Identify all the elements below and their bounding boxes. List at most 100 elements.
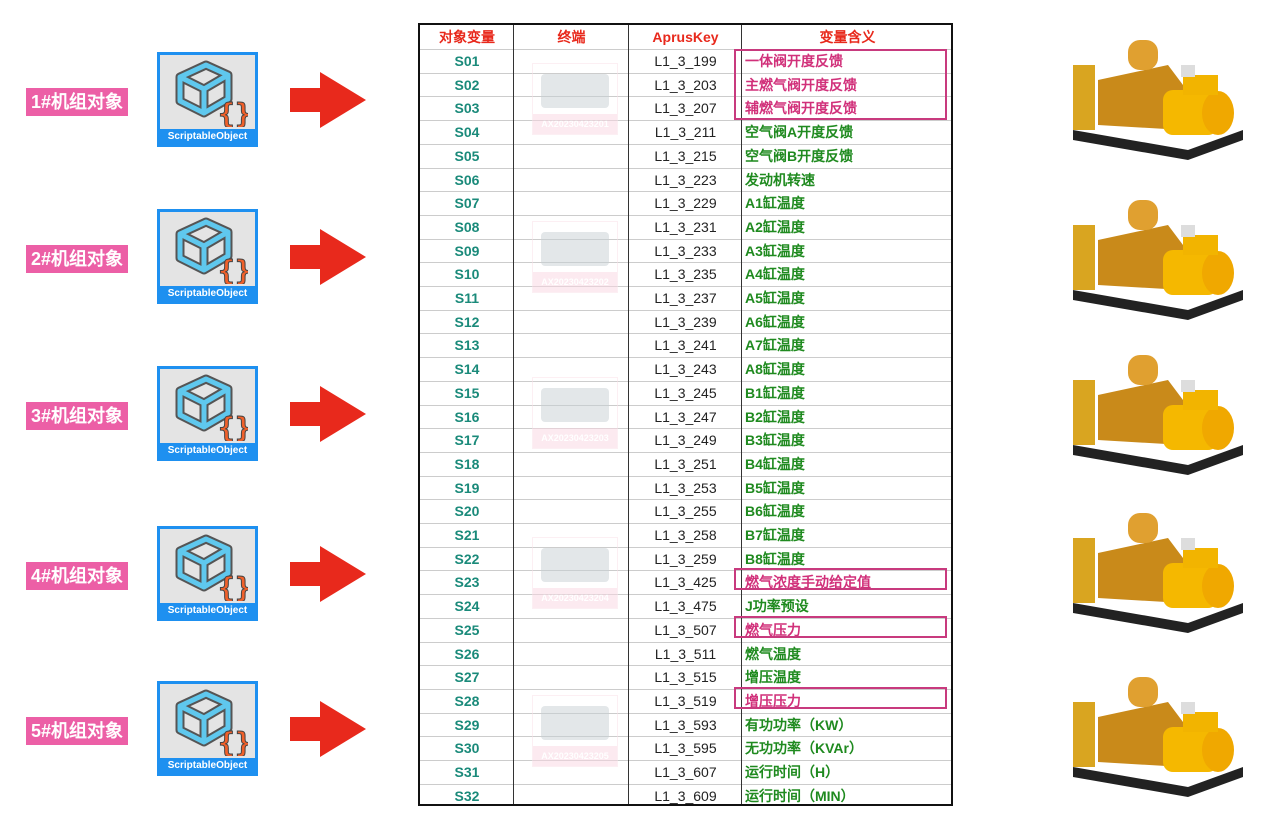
terminal-device-image: AX20230423204	[532, 537, 618, 609]
apruskey: L1_3_507	[654, 621, 717, 638]
variable-meaning: B6缸温度	[745, 503, 805, 520]
arrow-right-icon	[290, 72, 366, 128]
table-row: S13 L1_3_241 A7缸温度	[420, 333, 951, 357]
unit-label: 1#机组对象	[26, 88, 129, 116]
table-row: S11 L1_3_237 A5缸温度	[420, 286, 951, 310]
variable-meaning: 空气阀B开度反馈	[745, 147, 854, 164]
variable-meaning: 无功功率（KVAr）	[745, 740, 863, 757]
apruskey: L1_3_207	[654, 100, 717, 117]
object-variable: S32	[454, 787, 480, 804]
apruskey: L1_3_515	[654, 669, 717, 686]
table-row: S19 L1_3_253 B5缸温度	[420, 475, 951, 500]
table-row: S15 L1_3_245 B1缸温度	[420, 380, 951, 405]
object-variable: S28	[454, 692, 480, 709]
object-variable: S25	[454, 621, 480, 638]
apruskey: L1_3_249	[654, 432, 717, 449]
table-row: S22 L1_3_259 B8缸温度	[420, 546, 951, 571]
terminal-device-image: AX20230423203	[532, 377, 618, 449]
table-row: S14 L1_3_243 A8缸温度	[420, 357, 951, 381]
object-variable: S26	[454, 645, 480, 662]
variable-meaning: 有功功率（KW）	[745, 716, 853, 733]
terminal-id: AX20230423205	[533, 746, 617, 766]
object-variable: S23	[454, 574, 480, 591]
variable-meaning: B8缸温度	[745, 550, 805, 567]
header-object-variable: 对象变量	[439, 29, 495, 45]
object-variable: S30	[454, 740, 480, 757]
arrow-right-icon	[290, 701, 366, 757]
variable-meaning: A3缸温度	[745, 242, 805, 259]
table-row: S23 L1_3_425 燃气浓度手动给定值	[420, 570, 951, 594]
svg-text:{}: {}	[218, 726, 248, 756]
table-row: S08 L1_3_231 A2缸温度	[420, 214, 951, 239]
arrow-right-icon	[290, 386, 366, 442]
header-terminal: 终端	[557, 29, 586, 45]
object-variable: S06	[454, 171, 480, 188]
apruskey: L1_3_203	[654, 76, 717, 93]
apruskey: L1_3_511	[654, 645, 717, 662]
object-variable: S07	[454, 195, 480, 212]
table-row: S25 L1_3_507 燃气压力	[420, 617, 951, 642]
terminal-device-image: AX20230423205	[532, 695, 618, 767]
generator-image	[1068, 672, 1248, 797]
variable-meaning: A8缸温度	[745, 361, 805, 378]
table-row: S26 L1_3_511 燃气温度	[420, 641, 951, 666]
apruskey: L1_3_425	[654, 574, 717, 591]
apruskey: L1_3_211	[654, 124, 717, 141]
variable-meaning: 运行时间（MIN）	[745, 787, 855, 804]
variable-meaning: J功率预设	[745, 598, 809, 615]
apruskey: L1_3_237	[654, 290, 717, 306]
apruskey: L1_3_247	[654, 408, 717, 425]
svg-text:{}: {}	[218, 97, 248, 127]
apruskey: L1_3_593	[654, 716, 717, 733]
arrow-right-icon	[290, 546, 366, 602]
object-variable: S01	[454, 53, 480, 69]
icon-caption: ScriptableObject	[167, 760, 248, 771]
table-row: S03 L1_3_207 辅燃气阀开度反馈	[420, 96, 951, 120]
scriptable-object-icon: {} ScriptableObject	[157, 52, 258, 147]
variable-meaning: A5缸温度	[745, 290, 805, 306]
table-row: S32 L1_3_609 运行时间（MIN）	[420, 783, 951, 808]
variable-meaning: B5缸温度	[745, 479, 805, 496]
table-row: S16 L1_3_247 B2缸温度	[420, 404, 951, 429]
object-variable: S16	[454, 408, 480, 425]
variable-meaning: 发动机转速	[745, 171, 815, 188]
variable-meaning: A1缸温度	[745, 195, 805, 212]
table-row: S30 L1_3_595 无功功率（KVAr）	[420, 736, 951, 760]
variable-table: 对象变量 终端 AprusKey 变量含义 S01 L1_3_199 一体阀开度…	[418, 23, 953, 806]
generator-image	[1068, 195, 1248, 320]
variable-meaning: B4缸温度	[745, 455, 805, 472]
icon-caption: ScriptableObject	[167, 445, 248, 456]
terminal-id: AX20230423203	[533, 428, 617, 448]
object-variable: S04	[454, 124, 480, 141]
object-variable: S10	[454, 266, 480, 283]
variable-meaning: 辅燃气阀开度反馈	[745, 100, 857, 117]
variable-meaning: 燃气浓度手动给定值	[745, 574, 871, 591]
unit-label: 5#机组对象	[26, 717, 129, 745]
table-row: S28 L1_3_519 增压压力	[420, 688, 951, 713]
apruskey: L1_3_607	[654, 764, 717, 780]
apruskey: L1_3_253	[654, 479, 717, 496]
apruskey: L1_3_258	[654, 527, 717, 543]
table-row: S02 L1_3_203 主燃气阀开度反馈	[420, 72, 951, 97]
generator-unit: 1#机组对象 {} ScriptableObject	[0, 52, 380, 152]
apruskey: L1_3_243	[654, 361, 717, 378]
unit-label: 2#机组对象	[26, 245, 129, 273]
object-variable: S08	[454, 218, 480, 235]
table-row: S24 L1_3_475 J功率预设	[420, 594, 951, 618]
variable-meaning: A2缸温度	[745, 218, 805, 235]
table-row: S12 L1_3_239 A6缸温度	[420, 309, 951, 334]
apruskey: L1_3_231	[654, 218, 717, 235]
svg-text:{}: {}	[218, 411, 248, 441]
object-variable: S12	[454, 313, 480, 330]
apruskey: L1_3_259	[654, 550, 717, 567]
object-variable: S02	[454, 76, 480, 93]
apruskey: L1_3_255	[654, 503, 717, 520]
unit-label: 3#机组对象	[26, 402, 129, 430]
table-row: S10 L1_3_235 A4缸温度	[420, 262, 951, 286]
header-apruskey: AprusKey	[652, 29, 719, 45]
apruskey: L1_3_199	[654, 53, 717, 69]
variable-meaning: B1缸温度	[745, 384, 805, 401]
icon-caption: ScriptableObject	[167, 288, 248, 299]
apruskey: L1_3_251	[654, 455, 717, 472]
table-row: S17 L1_3_249 B3缸温度	[420, 428, 951, 452]
